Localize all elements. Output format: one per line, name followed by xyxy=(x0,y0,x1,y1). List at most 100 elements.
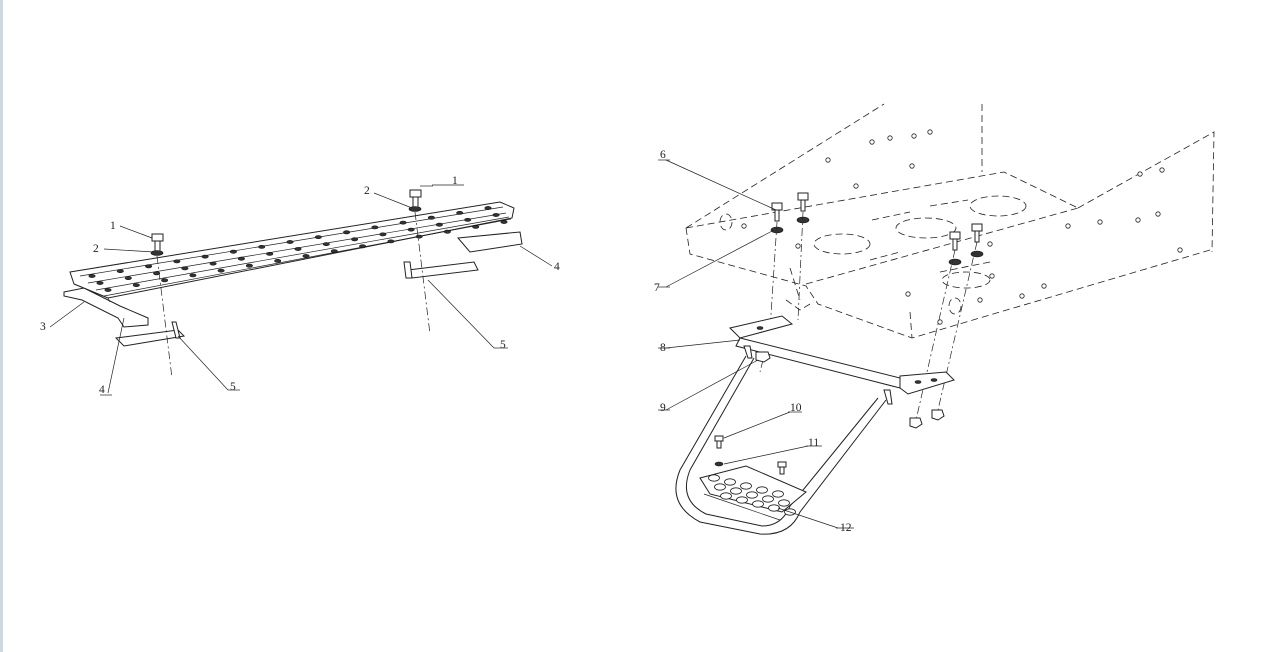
rail-hole xyxy=(407,227,415,232)
bracket-plate-part-3 xyxy=(63,287,149,328)
callout-right-7: 7 xyxy=(654,282,660,294)
frame-hole xyxy=(1135,217,1141,223)
right-leader-lines xyxy=(658,159,854,529)
frame-hole xyxy=(741,223,747,229)
page-left-border xyxy=(0,0,3,652)
callout-left-1b: 1 xyxy=(452,175,458,187)
frame-hole xyxy=(887,135,893,141)
rail-hole xyxy=(229,249,237,254)
assembly-drop-lines xyxy=(759,211,978,421)
frame-hole xyxy=(1065,223,1071,229)
bolt-right-part-1 xyxy=(408,189,422,212)
tread-hole xyxy=(730,487,742,495)
callout-left-1a: 1 xyxy=(110,220,116,232)
rail-hole xyxy=(415,234,423,239)
rail-hole xyxy=(245,263,253,268)
rail-hole xyxy=(294,247,302,251)
step-tread-holes xyxy=(708,474,796,516)
frame-hole xyxy=(1177,247,1183,253)
left-leader-lines xyxy=(49,184,553,396)
callout-right-9: 9 xyxy=(660,402,666,414)
tread-hole xyxy=(724,478,736,486)
rail-hole xyxy=(274,258,282,263)
rail-hole xyxy=(217,268,225,273)
frame-hole xyxy=(909,163,915,169)
rail-hole xyxy=(484,206,492,210)
clamp-bracket-right-part-5 xyxy=(403,261,479,279)
tread-hole xyxy=(752,500,764,508)
frame-hole xyxy=(1159,167,1165,173)
rail-hole xyxy=(330,249,338,254)
frame-hole xyxy=(869,139,875,145)
rail-hole xyxy=(359,244,367,249)
callout-right-10: 10 xyxy=(790,402,802,414)
rail-hole xyxy=(88,274,96,278)
nut-part-9 xyxy=(755,351,771,363)
tread-hole xyxy=(740,482,752,490)
frame-phantom-outline xyxy=(685,103,1215,339)
step-hanger-part-8 xyxy=(729,315,955,405)
callout-left-4b: 4 xyxy=(99,384,105,396)
frame-hole xyxy=(1041,283,1047,289)
rail-hole xyxy=(258,244,266,249)
tread-hole xyxy=(768,504,780,512)
rail-hole xyxy=(286,240,294,244)
tread-hole xyxy=(708,474,720,482)
frame-hole xyxy=(1155,211,1161,217)
tread-hole xyxy=(746,491,758,499)
rail-hole xyxy=(492,213,500,217)
frame-mounting-holes xyxy=(741,129,1183,325)
frame-hole xyxy=(977,297,983,303)
tread-hole xyxy=(714,483,726,491)
rail-hole xyxy=(201,254,209,259)
rail-hole xyxy=(371,225,379,230)
rail-hole xyxy=(237,256,245,261)
centerline-left xyxy=(156,255,173,379)
nuts-part-11 xyxy=(714,461,724,467)
frame-hole xyxy=(1019,293,1025,299)
left-assembly: 1 2 1 2 3 4 4 5 5 xyxy=(40,175,560,396)
frame-bolts-part-6 xyxy=(771,192,983,251)
callout-left-2b: 2 xyxy=(364,185,370,197)
rail-hole xyxy=(161,278,169,283)
clamp-plate-lower-part-4 xyxy=(114,321,186,347)
rail-hole xyxy=(500,220,508,224)
rail-hole xyxy=(443,229,451,234)
frame-hole xyxy=(1137,171,1143,177)
rail-holes xyxy=(88,206,508,292)
frame-hole xyxy=(825,157,831,163)
tread-hole xyxy=(736,496,748,504)
rail-hole xyxy=(387,239,395,244)
frame-hole xyxy=(853,183,859,189)
frame-hole xyxy=(987,241,993,247)
rail-hole xyxy=(456,210,464,215)
frame-hole xyxy=(937,319,943,325)
rail-hole xyxy=(181,266,189,271)
rail-hole xyxy=(173,259,181,264)
ribbed-rail xyxy=(69,201,515,303)
rail-hole xyxy=(153,271,161,276)
rail-hole xyxy=(104,288,112,292)
callout-right-11: 11 xyxy=(808,437,819,449)
rail-hole xyxy=(266,251,274,256)
step-tread-part-12 xyxy=(699,465,807,521)
centerline-right xyxy=(414,211,431,335)
lower-nuts xyxy=(909,409,945,429)
callout-right-12: 12 xyxy=(840,522,852,534)
tread-hole xyxy=(720,492,732,500)
rail-hole xyxy=(302,254,310,258)
frame-hole xyxy=(911,133,917,139)
rail-hole xyxy=(189,273,197,278)
rail-hole xyxy=(132,283,140,288)
callout-left-3: 3 xyxy=(40,321,46,333)
tread-hole xyxy=(778,499,790,507)
callout-right-8: 8 xyxy=(660,342,666,354)
right-assembly: 6 7 8 9 10 11 12 xyxy=(654,103,1215,535)
rail-hole xyxy=(435,222,443,227)
rail-hole xyxy=(351,237,359,242)
rail-hole xyxy=(464,217,472,222)
rail-hole xyxy=(96,281,104,285)
callout-left-2a: 2 xyxy=(93,243,99,255)
rail-hole xyxy=(472,224,480,229)
rail-hole xyxy=(379,232,387,237)
